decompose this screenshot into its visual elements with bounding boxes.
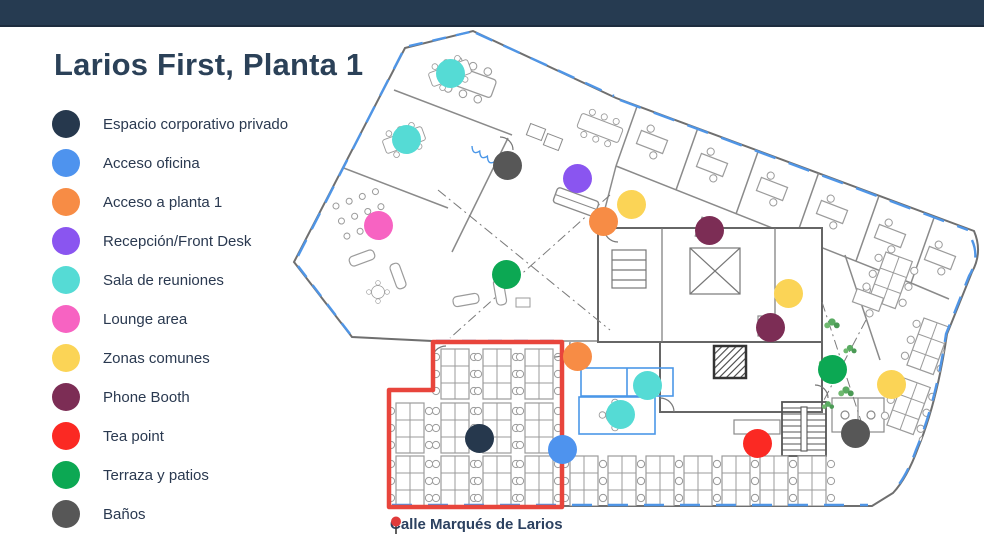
map-marker-acceso-a-planta-1 — [588, 206, 618, 236]
legend-item-espacio-corporativo-privado: Espacio corporativo privado — [52, 110, 288, 138]
legend-dot-banos — [52, 500, 80, 528]
legend-dot-espacio-corporativo-privado — [52, 110, 80, 138]
legend-item-banos: Baños — [52, 500, 288, 528]
map-marker-sala-de-reuniones — [391, 124, 421, 154]
legend-dot-recepcion-front-desk — [52, 227, 80, 255]
map-marker-sala-de-reuniones — [605, 399, 635, 429]
legend-item-lounge-area: Lounge area — [52, 305, 288, 333]
legend-item-acceso-a-planta-1: Acceso a planta 1 — [52, 188, 288, 216]
legend-item-tea-point: Tea point — [52, 422, 288, 450]
legend-item-terraza-y-patios: Terraza y patios — [52, 461, 288, 489]
legend-item-acceso-oficina: Acceso oficina — [52, 149, 288, 177]
top-bar — [0, 0, 984, 27]
legend-label: Tea point — [103, 427, 164, 445]
map-marker-sala-de-reuniones — [632, 370, 662, 400]
legend-label: Baños — [103, 505, 146, 523]
hatched-core — [712, 344, 748, 380]
legend-label: Terraza y patios — [103, 466, 209, 484]
map-marker-zonas-comunes — [876, 369, 906, 399]
legend-dot-lounge-area — [52, 305, 80, 333]
map-caption: Calle Marqués de Larios — [390, 516, 563, 534]
map-marker-terraza-y-patios — [491, 259, 521, 289]
legend-label: Acceso a planta 1 — [103, 193, 223, 211]
map-marker-lounge-area — [363, 210, 393, 240]
map-marker-recepcion-front-desk — [562, 163, 592, 193]
map-marker-phone-booth — [694, 215, 724, 245]
pin-icon — [391, 516, 401, 534]
legend-label: Zonas comunes — [103, 349, 210, 367]
legend-label: Lounge area — [103, 310, 188, 328]
legend-label: Espacio corporativo privado — [103, 115, 289, 133]
legend-item-sala-de-reuniones: Sala de reuniones — [52, 266, 288, 294]
map-marker-sala-de-reuniones — [435, 58, 465, 88]
legend-dot-acceso-a-planta-1 — [52, 188, 80, 216]
legend-dot-acceso-oficina — [52, 149, 80, 177]
map-marker-phone-booth — [755, 312, 785, 342]
legend-item-recepcion-front-desk: Recepción/Front Desk — [52, 227, 288, 255]
map-marker-terraza-y-patios — [817, 354, 847, 384]
map-marker-acceso-a-planta-1 — [562, 341, 592, 371]
legend-label: Phone Booth — [103, 388, 190, 406]
map-caption-text: Calle Marqués de Larios — [390, 516, 563, 533]
map-marker-zonas-comunes — [773, 278, 803, 308]
legend-label: Acceso oficina — [103, 154, 200, 172]
map-marker-tea-point — [742, 428, 772, 458]
stairs — [781, 401, 827, 457]
map-marker-zonas-comunes — [616, 189, 646, 219]
legend-dot-terraza-y-patios — [52, 461, 80, 489]
map-marker-espacio-corporativo-privado — [464, 423, 494, 453]
legend-dot-zonas-comunes — [52, 344, 80, 372]
legend-label: Recepción/Front Desk — [103, 232, 252, 250]
legend-item-zonas-comunes: Zonas comunes — [52, 344, 288, 372]
map-marker-banos — [492, 150, 522, 180]
map-marker-acceso-oficina — [547, 434, 577, 464]
legend-dot-tea-point — [52, 422, 80, 450]
legend-dot-phone-booth — [52, 383, 80, 411]
map-marker-banos — [840, 418, 870, 448]
legend-dot-sala-de-reuniones — [52, 266, 80, 294]
legend-label: Sala de reuniones — [103, 271, 224, 289]
legend-item-phone-booth: Phone Booth — [52, 383, 288, 411]
red-zone — [386, 339, 565, 510]
page-title: Larios First, Planta 1 — [54, 47, 364, 82]
